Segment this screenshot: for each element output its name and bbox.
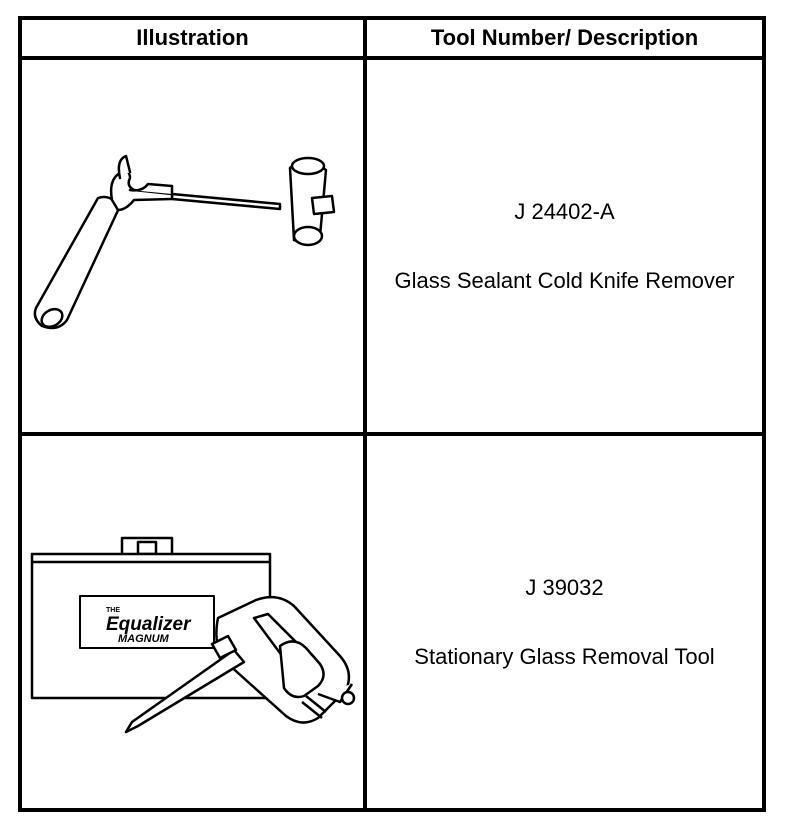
- column-divider: [363, 16, 367, 812]
- row-2-tool-description: Stationary Glass Removal Tool: [414, 643, 715, 669]
- glass-removal-tool-drawing: THE Equalizer MAGNUM: [30, 536, 356, 734]
- table-border-bottom: [18, 808, 766, 812]
- table-border-left: [18, 16, 22, 812]
- row-2-illustration-cell: THE Equalizer MAGNUM: [22, 436, 363, 808]
- row-1-tool-number: J 24402-A: [514, 198, 615, 224]
- label-equalizer: Equalizer: [106, 614, 192, 635]
- row-divider: [18, 432, 766, 436]
- row-1-tool-description: Glass Sealant Cold Knife Remover: [394, 267, 735, 293]
- table-border-top: [18, 16, 766, 20]
- row-2-description-cell: J 39032 Stationary Glass Removal Tool: [367, 436, 762, 808]
- tool-table: Illustration Tool Number/ Description: [18, 16, 766, 812]
- header-divider: [18, 56, 766, 60]
- cold-knife-remover-drawing: [33, 154, 336, 330]
- row-1-description-cell: J 24402-A Glass Sealant Cold Knife Remov…: [367, 60, 762, 432]
- row-2-tool-number: J 39032: [525, 574, 604, 600]
- header-tool-number-description: Tool Number/ Description: [430, 25, 699, 50]
- label-magnum: MAGNUM: [118, 633, 170, 645]
- row-1-illustration-cell: [22, 60, 363, 432]
- label-the: THE: [106, 607, 120, 614]
- header-illustration: Illustration: [136, 25, 249, 50]
- table-border-right: [762, 16, 766, 812]
